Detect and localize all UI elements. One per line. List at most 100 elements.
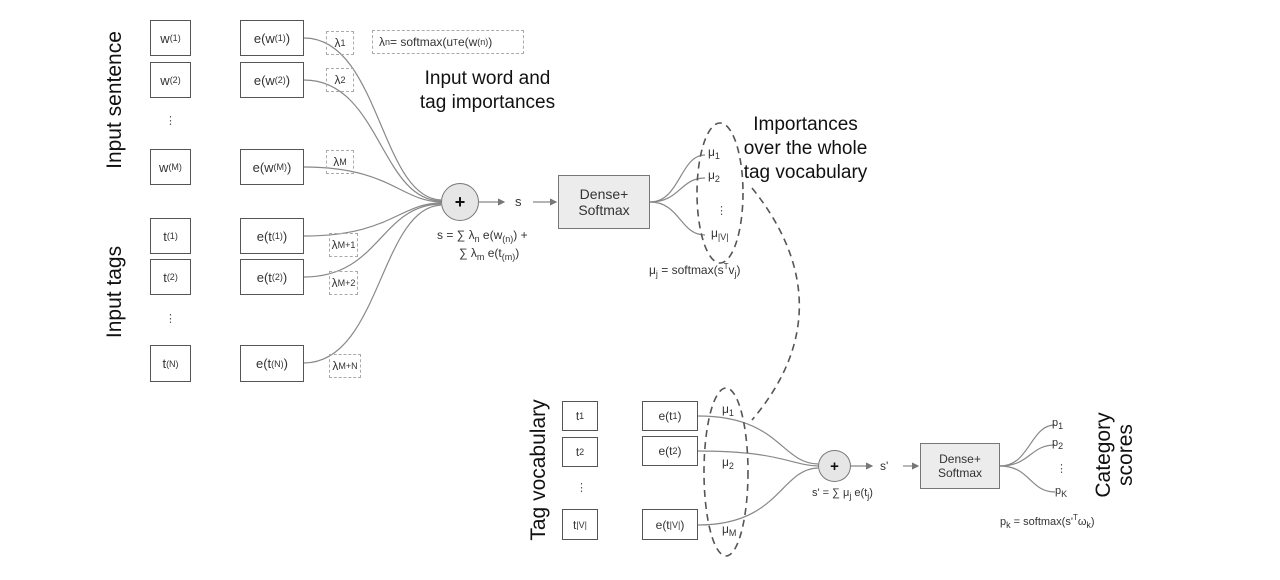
emb-sub: (N) bbox=[271, 358, 284, 369]
input-tag-N: t(N) bbox=[150, 345, 191, 382]
emb-sub: 2 bbox=[672, 446, 678, 456]
f-part: = softmax(s' bbox=[1010, 516, 1073, 528]
p-formula: pk = softmax(s'Tωk) bbox=[1000, 513, 1095, 530]
token-sub: (2) bbox=[169, 75, 181, 85]
f-part: μ bbox=[649, 263, 656, 277]
word-embedding-M: e(w(M)) bbox=[240, 149, 304, 185]
emb-end: ) bbox=[282, 228, 288, 244]
vocab-tag-V: t|V| bbox=[562, 509, 598, 540]
f-sub: (n) bbox=[477, 37, 489, 47]
input-word-2: w(2) bbox=[150, 62, 191, 98]
f-part: e(w bbox=[479, 228, 503, 242]
mu-base: μ bbox=[711, 226, 718, 240]
dense-label-line1: Dense+ bbox=[579, 186, 629, 202]
edge-dense2-p2 bbox=[999, 444, 1056, 467]
emb-sub: 1 bbox=[672, 411, 678, 421]
f-part: ) bbox=[488, 35, 493, 49]
sum-node: + bbox=[441, 183, 479, 221]
f-part: s = ∑ λ bbox=[437, 228, 475, 242]
vocab-mu-2: μ2 bbox=[722, 455, 734, 471]
lambda-sub: 2 bbox=[340, 75, 346, 85]
annotation-line: Input word and bbox=[424, 68, 551, 89]
vocab-tags-ellipsis: ⋮ bbox=[576, 482, 587, 494]
upper-importance-ellipse bbox=[696, 122, 744, 264]
token-sub: (N) bbox=[166, 358, 179, 369]
mu-formula: μj = softmax(sTvj) bbox=[649, 262, 741, 279]
emb-base: e(w bbox=[253, 30, 275, 46]
edge-vtV-sum bbox=[697, 467, 819, 526]
f-part: e(t bbox=[484, 246, 502, 260]
edge-dense-muV bbox=[649, 201, 706, 236]
emb-sub: (1) bbox=[274, 33, 286, 43]
f-sub: n bbox=[474, 234, 480, 244]
dense-softmax-block: Dense+ Softmax bbox=[558, 175, 650, 229]
annotation-line: tag vocabulary bbox=[743, 162, 868, 183]
f-sup: T bbox=[453, 37, 458, 47]
mu-ellipsis: ⋮ bbox=[716, 205, 727, 217]
f-part: ) + bbox=[513, 228, 528, 242]
emb-sub: (1) bbox=[271, 231, 283, 241]
sum-node-lower: + bbox=[818, 450, 851, 482]
mu-base: μ bbox=[722, 455, 729, 469]
s-formula: s = ∑ λn e(w(n)) + ∑ λm e(t(m)) bbox=[437, 228, 528, 264]
input-tag-1: t(1) bbox=[150, 218, 191, 254]
edge-etN-sum bbox=[303, 204, 442, 364]
p-base: p bbox=[1055, 485, 1062, 497]
lambda-sub: M+1 bbox=[337, 240, 356, 250]
p-sub: 1 bbox=[1058, 421, 1064, 431]
p-sub: K bbox=[1061, 489, 1068, 499]
f-part: e(w bbox=[457, 35, 478, 49]
mu-base: μ bbox=[708, 145, 715, 159]
emb-base: e(t bbox=[655, 517, 670, 532]
annotation-input-importances: Input word and tag importances bbox=[405, 67, 570, 115]
mu-sub: |V| bbox=[717, 232, 729, 242]
annotation-vocab-importances: Importances over the whole tag vocabular… bbox=[733, 113, 878, 185]
emb-base: e(t bbox=[255, 356, 272, 371]
f-sub: j bbox=[655, 269, 658, 279]
token-sub: (1) bbox=[166, 231, 178, 241]
mu-output-V: μ|V| bbox=[711, 226, 729, 242]
f-part: s' = ∑ μ bbox=[812, 487, 850, 499]
f-part: = softmax(u bbox=[390, 35, 454, 49]
f-part: ) bbox=[869, 487, 873, 499]
mu-sub: M bbox=[728, 528, 737, 538]
emb-base: e(t bbox=[658, 444, 673, 458]
emb-end: ) bbox=[285, 72, 291, 88]
dense-label-line2: Softmax bbox=[578, 202, 630, 218]
mu-output-2: μ2 bbox=[708, 168, 720, 184]
mu-sub: 2 bbox=[714, 174, 720, 184]
f-sub: (n) bbox=[502, 234, 514, 244]
edge-ewM-sum bbox=[303, 166, 442, 203]
s-label: s bbox=[515, 194, 522, 209]
edge-dense-mu1 bbox=[649, 154, 706, 203]
tag-embedding-2: e(t(2)) bbox=[240, 259, 304, 295]
token-sub: 1 bbox=[579, 411, 585, 421]
mu-base: μ bbox=[708, 168, 715, 182]
token-base: t bbox=[575, 409, 580, 423]
lambda-base: λ bbox=[333, 155, 340, 169]
s-formula-line1: s = ∑ λn e(w(n)) + bbox=[437, 228, 528, 246]
f-sup: T bbox=[723, 262, 729, 271]
lambda-sub: M+2 bbox=[337, 278, 356, 288]
tag-embedding-N: e(t(N)) bbox=[240, 345, 304, 382]
f-part: ) bbox=[515, 246, 520, 260]
words-ellipsis: ⋮ bbox=[165, 115, 176, 127]
lambda-base: λ bbox=[332, 359, 339, 373]
emb-sub: |V| bbox=[669, 519, 681, 530]
category-output-K: pK bbox=[1055, 485, 1067, 499]
category-output-2: p2 bbox=[1052, 437, 1063, 451]
f-sub: j bbox=[849, 491, 852, 501]
category-output-1: p1 bbox=[1052, 417, 1063, 431]
edge-et2-sum bbox=[303, 203, 442, 278]
mu-sub: 1 bbox=[728, 408, 734, 418]
label-input-sentence: Input sentence bbox=[103, 31, 126, 169]
word-embedding-2: e(w(2)) bbox=[240, 62, 304, 98]
input-word-1: w(1) bbox=[150, 20, 191, 56]
f-sub: (m) bbox=[501, 252, 516, 262]
p-base: p bbox=[1052, 437, 1059, 449]
